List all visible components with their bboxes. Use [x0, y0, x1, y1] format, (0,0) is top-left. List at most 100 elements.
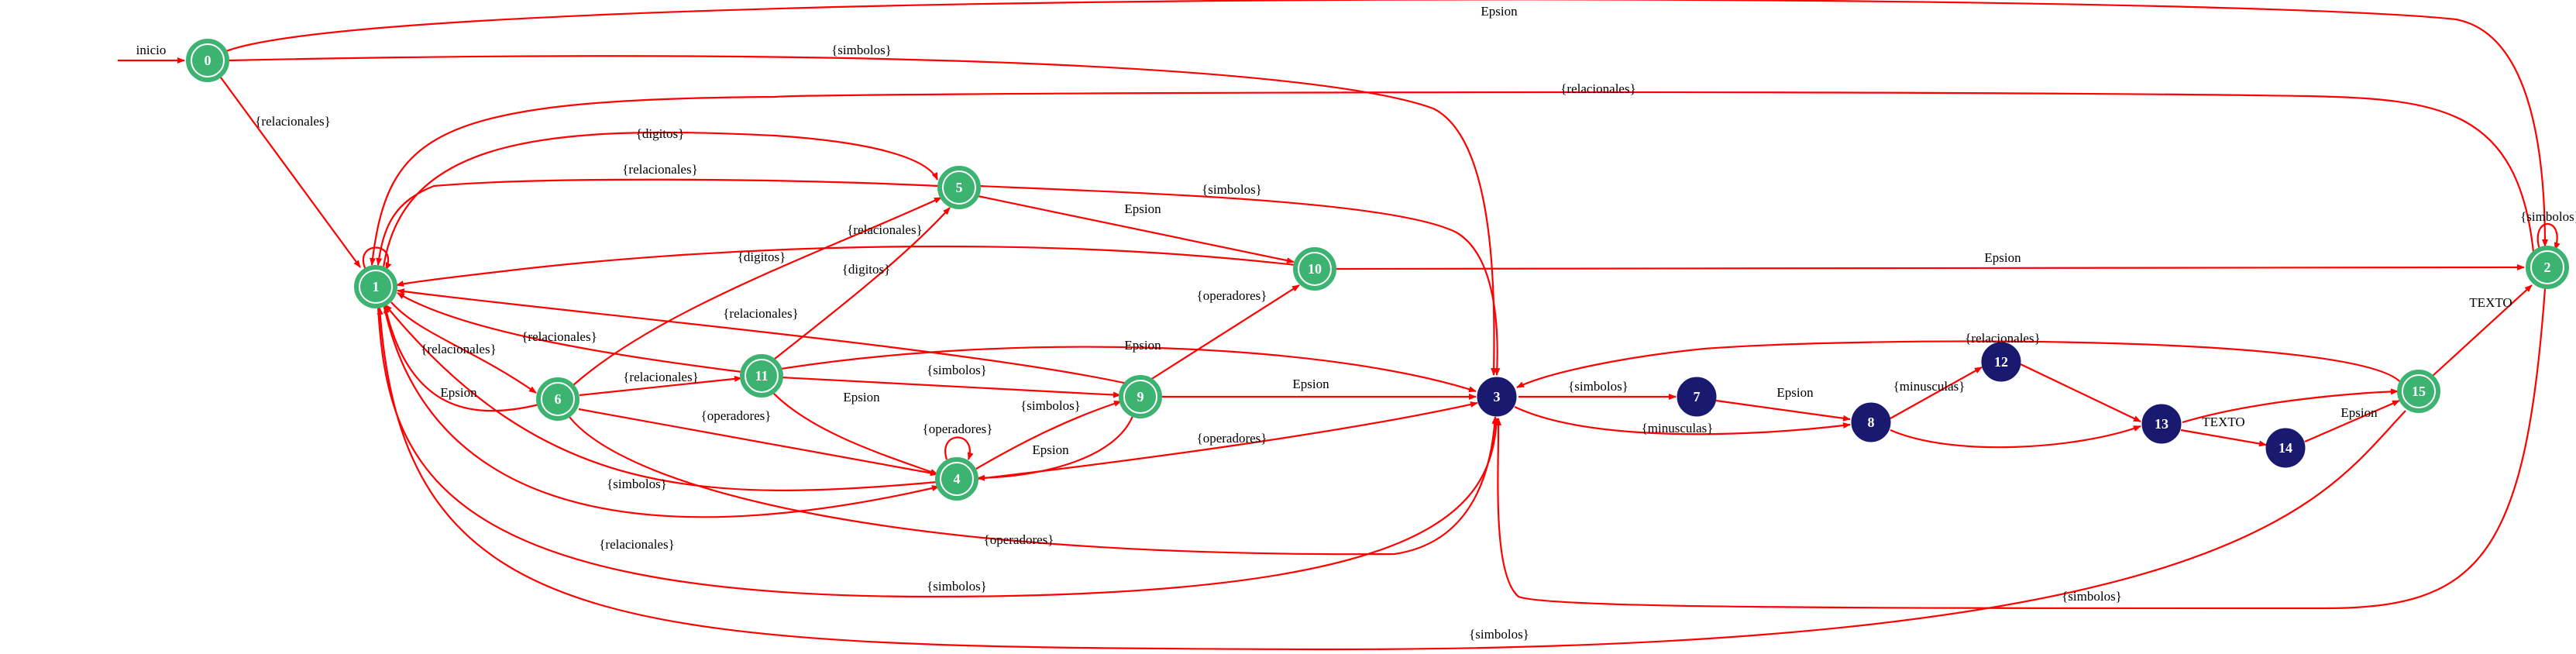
state-label: 15	[2412, 384, 2426, 399]
edge-label-6-to-4: {operadores}	[1197, 431, 1267, 446]
edge-10-to-2	[1336, 264, 2525, 271]
state-13: 13	[2141, 404, 2182, 444]
state-12: 12	[1981, 342, 2021, 382]
edge-label-5-to-3: {simbolos}	[1202, 182, 1262, 197]
state-7: 7	[1677, 377, 1717, 417]
state-6: 6	[536, 377, 580, 421]
edge-5-to-10	[977, 194, 1295, 264]
edge-label-5-to-10: Epsion	[1124, 201, 1161, 216]
state-2: 2	[2526, 246, 2569, 289]
edge-6-to-11	[780, 346, 1477, 393]
edge-0-to-2	[225, 0, 2548, 247]
edge-6-to-3	[377, 306, 1500, 598]
edge-label-1-to-4: {operadores}	[984, 532, 1054, 547]
edge-15-to-1	[1516, 340, 2402, 388]
edge-label-9-to-10: Epsion	[1292, 377, 1329, 391]
edge-label-1-to-5: {digitos}	[636, 126, 685, 141]
state-10: 10	[1293, 247, 1336, 291]
edge-label-11-to-9: Epsion	[843, 390, 880, 404]
edge-0-to-3	[228, 55, 1498, 376]
edge-label-2-to-1: {relacionales}	[1560, 81, 1636, 96]
state-label: 9	[1137, 389, 1144, 404]
edges-layer	[118, 0, 2561, 651]
edge-8-to-12	[2020, 363, 2141, 422]
edge-11-to-5	[774, 207, 951, 360]
start-label: inicio	[136, 43, 167, 57]
edge-4-to-1	[382, 303, 940, 518]
state-label: 14	[2279, 440, 2292, 456]
edge-label-11-to-4: {operadores}	[1197, 288, 1267, 303]
state-15: 15	[2397, 370, 2440, 413]
edge-label-4-to-1: {relacionales}	[599, 537, 675, 552]
edge-9-to-3	[975, 400, 1122, 470]
edge-label-9-to-1: {relacionales}	[521, 329, 597, 344]
edge-1-to-5	[382, 131, 939, 268]
state-9: 9	[1119, 375, 1162, 418]
edge-label-6-to-1: {relacionales}	[623, 370, 699, 384]
state-3: 3	[1477, 377, 1517, 417]
edge-2-to-2	[363, 246, 392, 270]
edge-label-11-to-3: {simbolos}	[927, 363, 987, 377]
edge-8-to-13	[2182, 388, 2399, 424]
edge-label-4-to-9: Epsion	[1032, 442, 1069, 457]
edge-label-10-to-3: {simbolos}	[2520, 209, 2576, 224]
edge-6-to-4	[977, 401, 1478, 480]
state-label: 5	[956, 180, 963, 195]
edge-11-to-9	[772, 392, 938, 476]
state-label: 12	[1994, 354, 2008, 370]
state-14: 14	[2265, 428, 2306, 468]
edge-1-to-1	[397, 288, 1128, 385]
edge-label-0-to-3: {simbolos}	[831, 43, 892, 57]
edge-label-7-to-8: {minusculas}	[1642, 421, 1714, 435]
edge-label-10-to-1: {relacionales}	[847, 222, 923, 237]
edge-label-1-to-1: {relacionales}	[723, 306, 799, 321]
edge-6-to-5	[573, 196, 942, 386]
edge-label-9-to-4: {operadores}	[923, 422, 993, 436]
edge-label-5-to-1: {relacionales}	[622, 162, 698, 177]
edge-6-to-1	[579, 375, 742, 397]
edge-11-to-3	[780, 376, 1121, 398]
state-label: 4	[954, 471, 961, 487]
edge-label-1-to-6: Epsion	[440, 385, 477, 400]
state-5: 5	[937, 166, 981, 209]
edge-11-to-4	[1150, 284, 1300, 380]
edge-label-4-to-4: {operadores}	[701, 408, 772, 423]
edge-1-to-6	[383, 305, 540, 412]
edge-13-to-14	[2304, 399, 2400, 443]
edge-label-2-to-3: {simbolos}	[1568, 379, 1628, 394]
state-label: 0	[205, 53, 212, 68]
edge-label-0-to-2: Epsion	[1481, 4, 1518, 19]
edge-label-11-to-1: {relacionales}	[421, 342, 497, 356]
state-label: 6	[555, 391, 562, 407]
state-label: 11	[755, 368, 768, 384]
edge-label-6-to-3: {simbolos}	[927, 579, 987, 594]
edge-label-1-to-3: {simbolos}	[1469, 627, 1529, 642]
state-4: 4	[935, 457, 978, 501]
edge-1-to-4	[569, 416, 1498, 556]
edge-13-to-15	[2180, 429, 2267, 447]
edge-label-0-to-1: {relacionales}	[255, 114, 331, 129]
edge-label-3-to-7: Epsion	[1776, 385, 1814, 400]
state-8: 8	[1851, 402, 1891, 442]
edge-label-10-to-2: Epsion	[1984, 250, 2021, 265]
edge-label-6-to-11: Epsion	[1124, 338, 1161, 353]
edge-12-to-13	[1890, 425, 2141, 449]
edge-3-to-8	[1890, 367, 1983, 419]
edge-11-to-1	[390, 301, 537, 394]
edge-2-to-1	[370, 91, 2535, 266]
edge-label-6-to-5: {digitos}	[738, 250, 786, 264]
edge-label-3-to-8: {minusculas}	[1893, 379, 1966, 394]
edge-9-to-4	[944, 436, 974, 460]
edge-4-to-4	[578, 408, 938, 477]
edge-label-13-to-15: TEXTO	[2202, 415, 2244, 429]
edge-0-to-1	[220, 77, 361, 268]
edge-3-to-7	[1715, 399, 1851, 422]
state-label: 2	[2544, 260, 2551, 275]
state-label: 10	[1308, 261, 1322, 277]
edge-14-to-15	[2432, 284, 2533, 377]
state-label: 3	[1494, 389, 1501, 404]
state-0: 0	[186, 39, 229, 82]
